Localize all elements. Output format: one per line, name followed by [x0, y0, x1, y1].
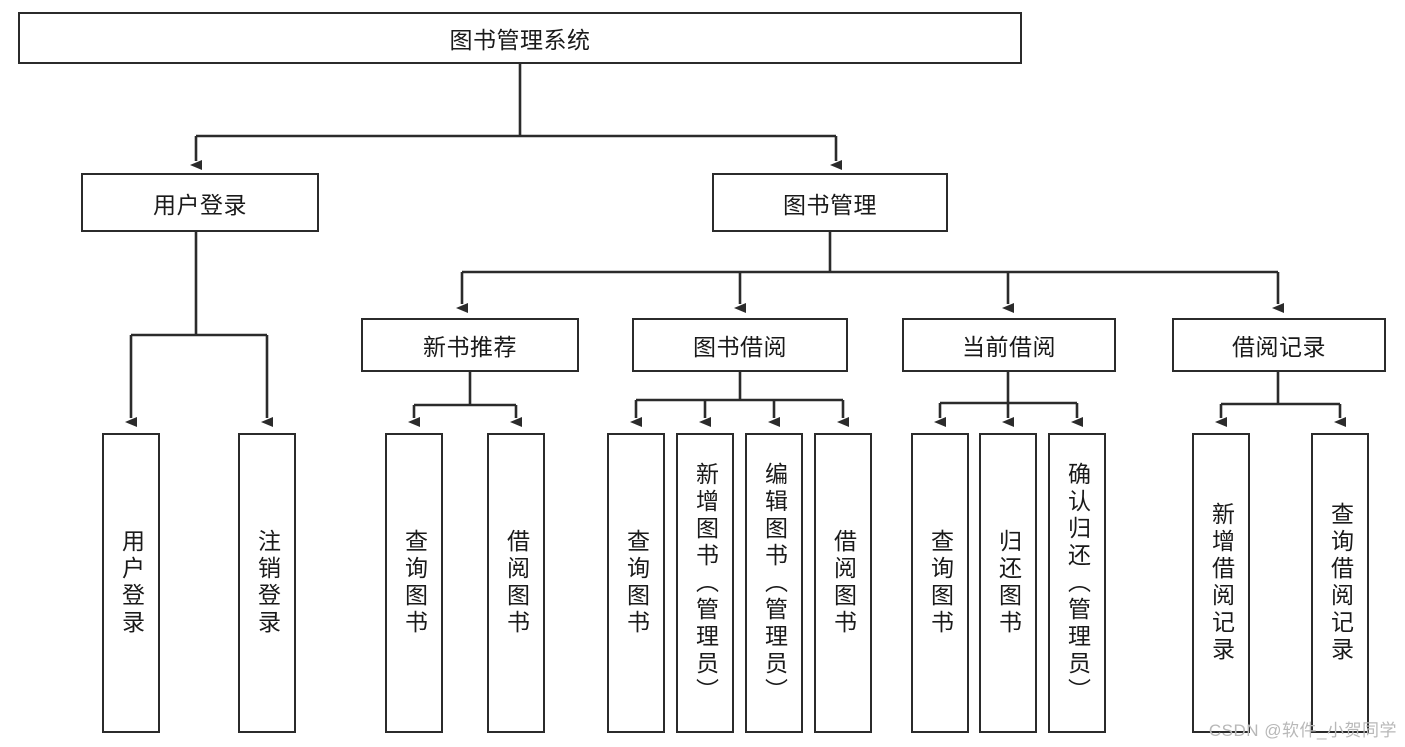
leaf-borrow-add-book[interactable]: 新增图书（管理员）	[676, 433, 734, 733]
leaf-new-book-query[interactable]: 查询图书	[385, 433, 443, 733]
node-new-book-recommend[interactable]: 新书推荐	[361, 318, 579, 372]
node-label: 用户登录	[153, 191, 247, 218]
node-label: 注销登录	[254, 529, 281, 637]
node-label: 查询借阅记录	[1327, 502, 1354, 664]
leaf-borrow-edit-book[interactable]: 编辑图书（管理员）	[745, 433, 803, 733]
node-book-borrow[interactable]: 图书借阅	[632, 318, 848, 372]
node-label: 新增借阅记录	[1208, 502, 1235, 664]
node-label: 图书管理系统	[449, 27, 591, 53]
node-borrow-record[interactable]: 借阅记录	[1172, 318, 1386, 372]
node-label: 借阅记录	[1232, 334, 1326, 360]
node-label: 编辑图书（管理员）	[761, 461, 788, 705]
node-label: 新书推荐	[423, 334, 517, 360]
leaf-user-login-login[interactable]: 用户登录	[102, 433, 160, 733]
leaf-new-book-borrow[interactable]: 借阅图书	[487, 433, 545, 733]
leaf-current-return-book[interactable]: 归还图书	[979, 433, 1037, 733]
node-label: 用户登录	[118, 529, 145, 637]
leaf-current-confirm-return[interactable]: 确认归还（管理员）	[1048, 433, 1106, 733]
node-root-system[interactable]: 图书管理系统	[18, 12, 1022, 64]
leaf-record-add-record[interactable]: 新增借阅记录	[1192, 433, 1250, 733]
node-book-management[interactable]: 图书管理	[712, 173, 948, 232]
node-label: 归还图书	[995, 529, 1022, 637]
node-label: 查询图书	[401, 529, 428, 637]
node-label: 确认归还（管理员）	[1064, 461, 1091, 705]
leaf-borrow-query-book[interactable]: 查询图书	[607, 433, 665, 733]
node-label: 借阅图书	[503, 529, 530, 637]
node-label: 图书借阅	[693, 334, 787, 360]
leaf-record-query-record[interactable]: 查询借阅记录	[1311, 433, 1369, 733]
node-label: 图书管理	[783, 191, 877, 218]
watermark-text: CSDN @软件_小贺同学	[1208, 721, 1397, 740]
node-label: 查询图书	[623, 529, 650, 637]
node-label: 查询图书	[927, 529, 954, 637]
node-user-login[interactable]: 用户登录	[81, 173, 319, 232]
leaf-borrow-borrow-book[interactable]: 借阅图书	[814, 433, 872, 733]
leaf-current-query-book[interactable]: 查询图书	[911, 433, 969, 733]
node-label: 新增图书（管理员）	[692, 461, 719, 705]
node-label: 当前借阅	[962, 334, 1056, 360]
node-current-borrow[interactable]: 当前借阅	[902, 318, 1116, 372]
node-label: 借阅图书	[830, 529, 857, 637]
leaf-user-login-logout[interactable]: 注销登录	[238, 433, 296, 733]
